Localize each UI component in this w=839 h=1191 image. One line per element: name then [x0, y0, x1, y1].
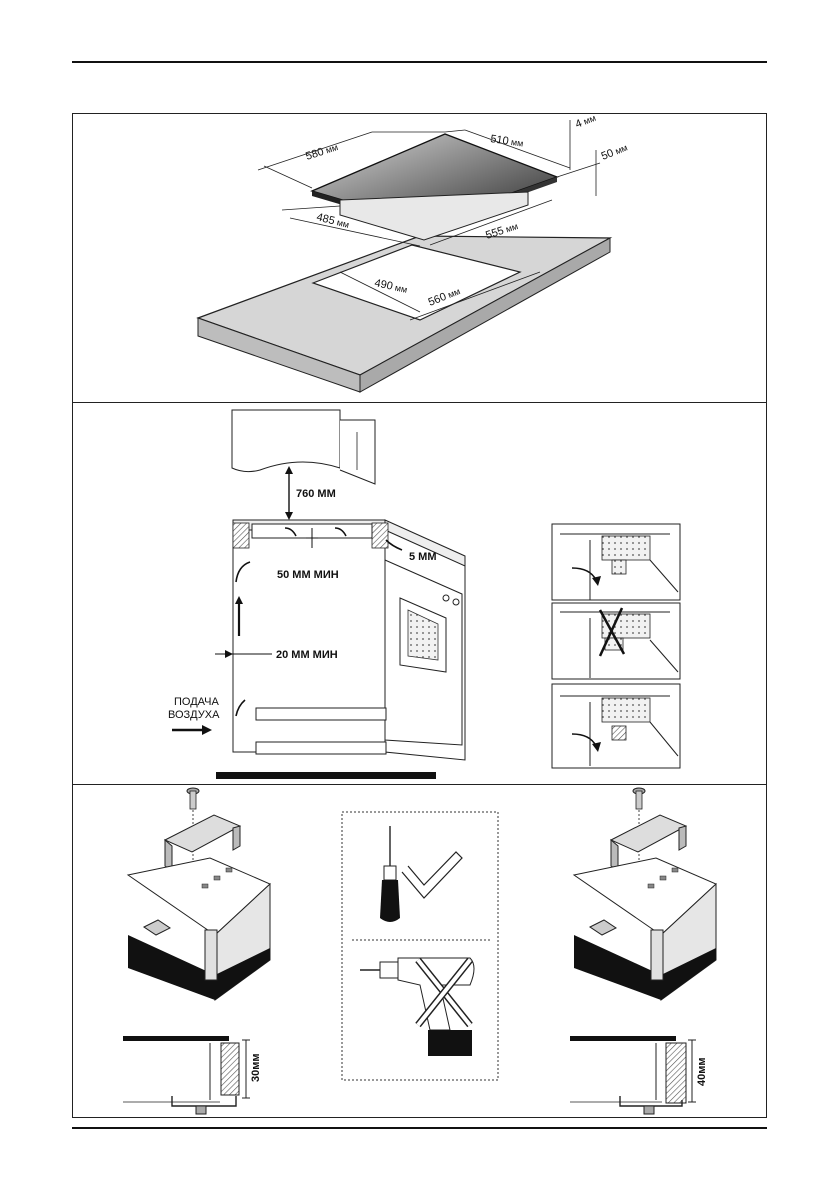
dim-580-label: 580 мм — [304, 141, 339, 163]
detail-correct-1 — [551, 523, 681, 601]
dim-485-label: 485 мм — [315, 211, 350, 231]
right-thickness-label: 40мм — [696, 1057, 708, 1086]
detail-correct-2 — [551, 683, 681, 769]
section-divider-1 — [72, 402, 767, 404]
dimension-lines — [257, 120, 601, 321]
dim-510-label: 510 мм — [490, 133, 525, 150]
worktop — [196, 235, 613, 393]
detail-incorrect — [551, 602, 681, 680]
rear-gap-label: 20 ММ МИН — [276, 649, 338, 661]
hob — [310, 133, 559, 241]
gap-above-oven-label: 50 ММ МИН — [277, 569, 339, 581]
dim-490-label: 490 мм — [373, 277, 408, 296]
figure-frame — [72, 113, 767, 1118]
side-gap-label: 5 ММ — [409, 551, 437, 563]
section-divider-2 — [72, 784, 767, 786]
top-clearance-label: 760 ММ — [296, 488, 336, 500]
cutout-opening — [311, 244, 522, 321]
footer-rule — [72, 1127, 767, 1129]
tool-box — [341, 811, 499, 1081]
dim-555-label: 555 мм — [484, 220, 519, 242]
header-rule — [72, 61, 767, 63]
dim-4-label: 4 мм — [574, 112, 598, 131]
cross-icon — [415, 957, 473, 1028]
left-section-detail: 30мм — [123, 1036, 262, 1115]
airflow-arrows — [235, 527, 403, 717]
right-bracket-assembly — [572, 787, 717, 1001]
upper-cabinet — [231, 409, 376, 485]
air-supply-line2: ВОЗДУХА — [168, 709, 220, 721]
check-icon — [401, 851, 463, 899]
dim-50-label: 50 мм — [600, 141, 630, 162]
left-thickness-label: 30мм — [250, 1053, 262, 1082]
oven-cabinet — [216, 519, 466, 779]
left-bracket-assembly — [126, 787, 271, 1001]
right-section-detail: 40мм — [570, 1036, 708, 1115]
air-supply-line1: ПОДАЧА — [174, 696, 219, 708]
screwdriver-icon — [380, 826, 400, 922]
